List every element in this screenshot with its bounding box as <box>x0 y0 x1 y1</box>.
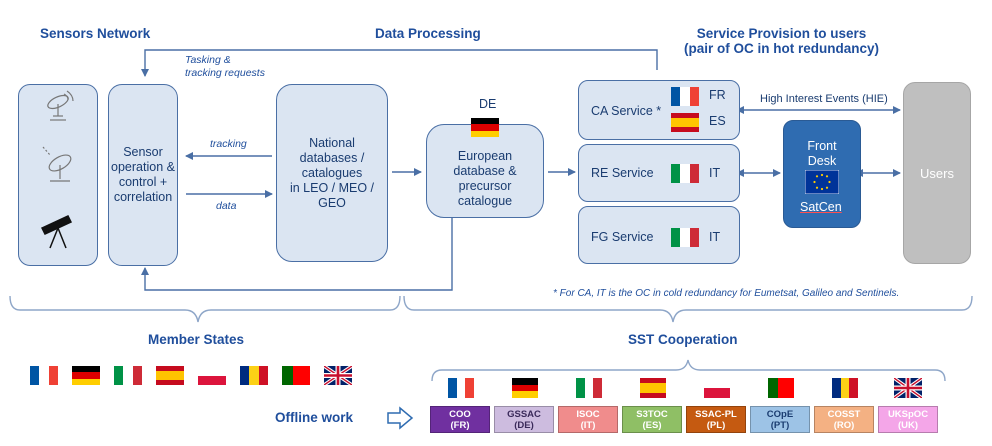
re-country-it: IT <box>709 166 721 180</box>
feedback-arrow <box>141 218 453 291</box>
ca-service-label: CA Service * <box>591 104 662 118</box>
telescope-icon <box>40 215 73 249</box>
ca-country-fr: FR <box>709 88 726 102</box>
flag-it-icon <box>576 378 603 398</box>
flag-de-icon <box>512 378 538 399</box>
satellite-dish-icon <box>42 146 72 182</box>
re-service-box: RE Service IT <box>578 144 740 202</box>
flag-fr-icon <box>671 87 699 106</box>
front-desk-box: Front Desk <box>783 120 861 228</box>
sensors-network-header: Sensors Network <box>40 26 151 41</box>
sensor-icons <box>40 90 74 249</box>
sst-centre-gssac: GSSAC(DE) <box>494 406 554 433</box>
flag-fr-icon <box>448 378 475 398</box>
flag-ro-icon <box>832 378 859 398</box>
sst-centre-coo: COO(FR) <box>430 406 490 433</box>
flag-es-icon <box>156 366 184 385</box>
satcen-label: SatCen <box>800 200 842 214</box>
offline-work-arrow <box>387 406 414 430</box>
sst-centre-isoc: ISOC(IT) <box>558 406 618 433</box>
data-label: data <box>216 200 237 212</box>
fg-country-it: IT <box>709 230 721 244</box>
sst-centre-cope: COpE(PT) <box>750 406 810 433</box>
fg-service-box: FG Service IT <box>578 206 740 264</box>
member-states-header: Member States <box>148 332 245 347</box>
users-box: Users <box>903 82 971 264</box>
flag-uk-icon <box>894 378 922 398</box>
flag-es-icon <box>640 378 666 398</box>
hie-label: High Interest Events (HIE) <box>760 93 888 105</box>
re-service-label: RE Service <box>591 166 654 180</box>
sst-centres-brace <box>431 359 946 382</box>
flag-fr-icon <box>30 366 58 385</box>
tracking-label: tracking <box>210 138 247 150</box>
sst-centre-s3toc: S3TOC(ES) <box>622 406 682 433</box>
flag-it-icon <box>114 366 142 385</box>
service-provision-header: Service Provision to users (pair of OC i… <box>684 26 879 56</box>
flag-pt-icon <box>282 366 310 385</box>
data-processing-header: Data Processing <box>375 26 481 41</box>
european-country-code: DE <box>479 97 497 111</box>
member-states-brace <box>9 295 401 323</box>
ca-country-es: ES <box>709 114 726 128</box>
sst-cooperation-brace <box>403 295 973 323</box>
flag-ro-icon <box>240 366 268 385</box>
flag-de-icon <box>72 366 100 385</box>
national-databases-box: National databases / catalogues in LEO /… <box>276 84 388 262</box>
sst-centre-ssac-pl: SSAC-PL(PL) <box>686 406 746 433</box>
offline-work-label: Offline work <box>275 410 354 425</box>
flag-it-icon <box>671 164 699 183</box>
flag-de-icon <box>471 118 499 137</box>
sst-centre-ukspoc: UKSpOC(UK) <box>878 406 938 433</box>
flag-it-icon <box>671 228 699 247</box>
sst-cooperation-header: SST Cooperation <box>628 332 738 347</box>
radar-antenna-icon <box>47 90 74 121</box>
flag-pt-icon <box>768 378 794 398</box>
sensor-operation-box: Sensor operation & control + correlation <box>108 84 178 266</box>
flag-es-icon <box>671 113 699 132</box>
eu-flag-icon <box>805 170 839 194</box>
ca-service-box: CA Service * FR ES <box>578 80 740 140</box>
footnote: * For CA, IT is the OC in cold redundanc… <box>553 288 900 299</box>
flag-pl-icon <box>704 378 730 398</box>
flag-pl-icon <box>198 366 226 385</box>
flag-uk-icon <box>324 366 352 385</box>
european-database-box: European database & precursor catalogue <box>426 124 544 218</box>
sst-centre-cosst: COSST(RO) <box>814 406 874 433</box>
tasking-label: Tasking & tracking requests <box>185 54 265 79</box>
tasking-arrow <box>141 49 658 77</box>
fg-service-label: FG Service <box>591 230 654 244</box>
